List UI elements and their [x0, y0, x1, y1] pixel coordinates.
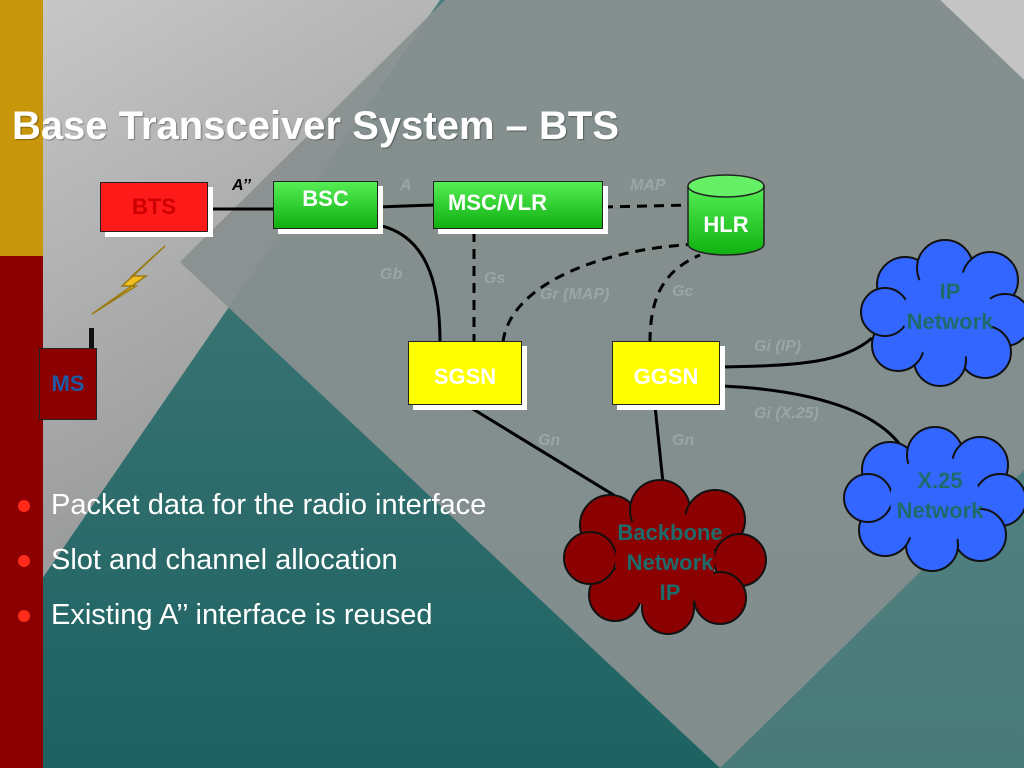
- hlr-cylinder: [687, 174, 765, 256]
- x25-network-cloud: [843, 426, 1024, 572]
- interface-gb: Gb: [380, 266, 403, 283]
- link-bsc-msc: [378, 203, 434, 209]
- link-gi-ip: [721, 336, 873, 369]
- x25-network-label: X.25 Network: [896, 468, 984, 523]
- bullet-dot-icon: [18, 554, 30, 567]
- msc-vlr-label: MSC/VLR: [448, 190, 547, 215]
- side-bar-red: [0, 256, 43, 768]
- bullet-list: Packet data for the radio interface Slot…: [18, 478, 486, 643]
- link-gn-sgsn: [467, 404, 636, 510]
- backbone-network-label: Backbone Network IP: [617, 520, 723, 605]
- sgsn-node: SGSN: [408, 341, 522, 405]
- link-gb: [377, 223, 442, 343]
- bullet-item: Packet data for the radio interface: [18, 478, 486, 533]
- bsc-node: BSC: [273, 181, 378, 229]
- bts-node: BTS: [100, 182, 208, 232]
- interface-gn-right: Gn: [672, 432, 695, 449]
- link-gi-x25: [721, 384, 907, 453]
- ms-node: MS: [39, 348, 97, 420]
- interface-gi-x25: Gi (X.25): [754, 405, 819, 422]
- interface-a: A: [400, 177, 412, 194]
- radio-link-icon: [91, 245, 166, 315]
- ip-network-cloud: [860, 239, 1024, 387]
- bts-label: BTS: [132, 194, 176, 219]
- interface-gi-ip: Gi (IP): [754, 338, 802, 355]
- bullet-item: Slot and channel allocation: [18, 533, 486, 588]
- ggsn-label: GGSN: [633, 364, 699, 389]
- interface-gs: Gs: [484, 270, 506, 287]
- link-gr: [501, 242, 701, 343]
- bullet-item: Existing A’’ interface is reused: [18, 588, 486, 643]
- ip-network-label: IP Network: [906, 279, 994, 334]
- sgsn-label: SGSN: [433, 364, 497, 389]
- slide-title: Base Transceiver System – BTS: [12, 104, 620, 148]
- side-bar-gold: [0, 0, 43, 256]
- interface-gc: Gc: [672, 283, 694, 300]
- hlr-label: HLR: [703, 212, 749, 237]
- backbone-network-cloud: [563, 479, 767, 635]
- bullet-dot-icon: [18, 609, 30, 622]
- interface-gn-left: Gn: [538, 432, 561, 449]
- link-gc: [648, 253, 701, 343]
- interface-gr-map: Gr (MAP): [540, 286, 610, 303]
- link-map: [602, 203, 691, 209]
- interface-map: MAP: [630, 177, 666, 194]
- bullet-dot-icon: [18, 499, 30, 512]
- ggsn-node: GGSN: [612, 341, 720, 405]
- ms-antenna: [89, 328, 94, 350]
- msc-vlr-node: MSC/VLR: [433, 181, 603, 229]
- bsc-label: BSC: [302, 186, 349, 211]
- interface-a-dd: A’’: [232, 177, 251, 194]
- ms-label: MS: [51, 371, 85, 396]
